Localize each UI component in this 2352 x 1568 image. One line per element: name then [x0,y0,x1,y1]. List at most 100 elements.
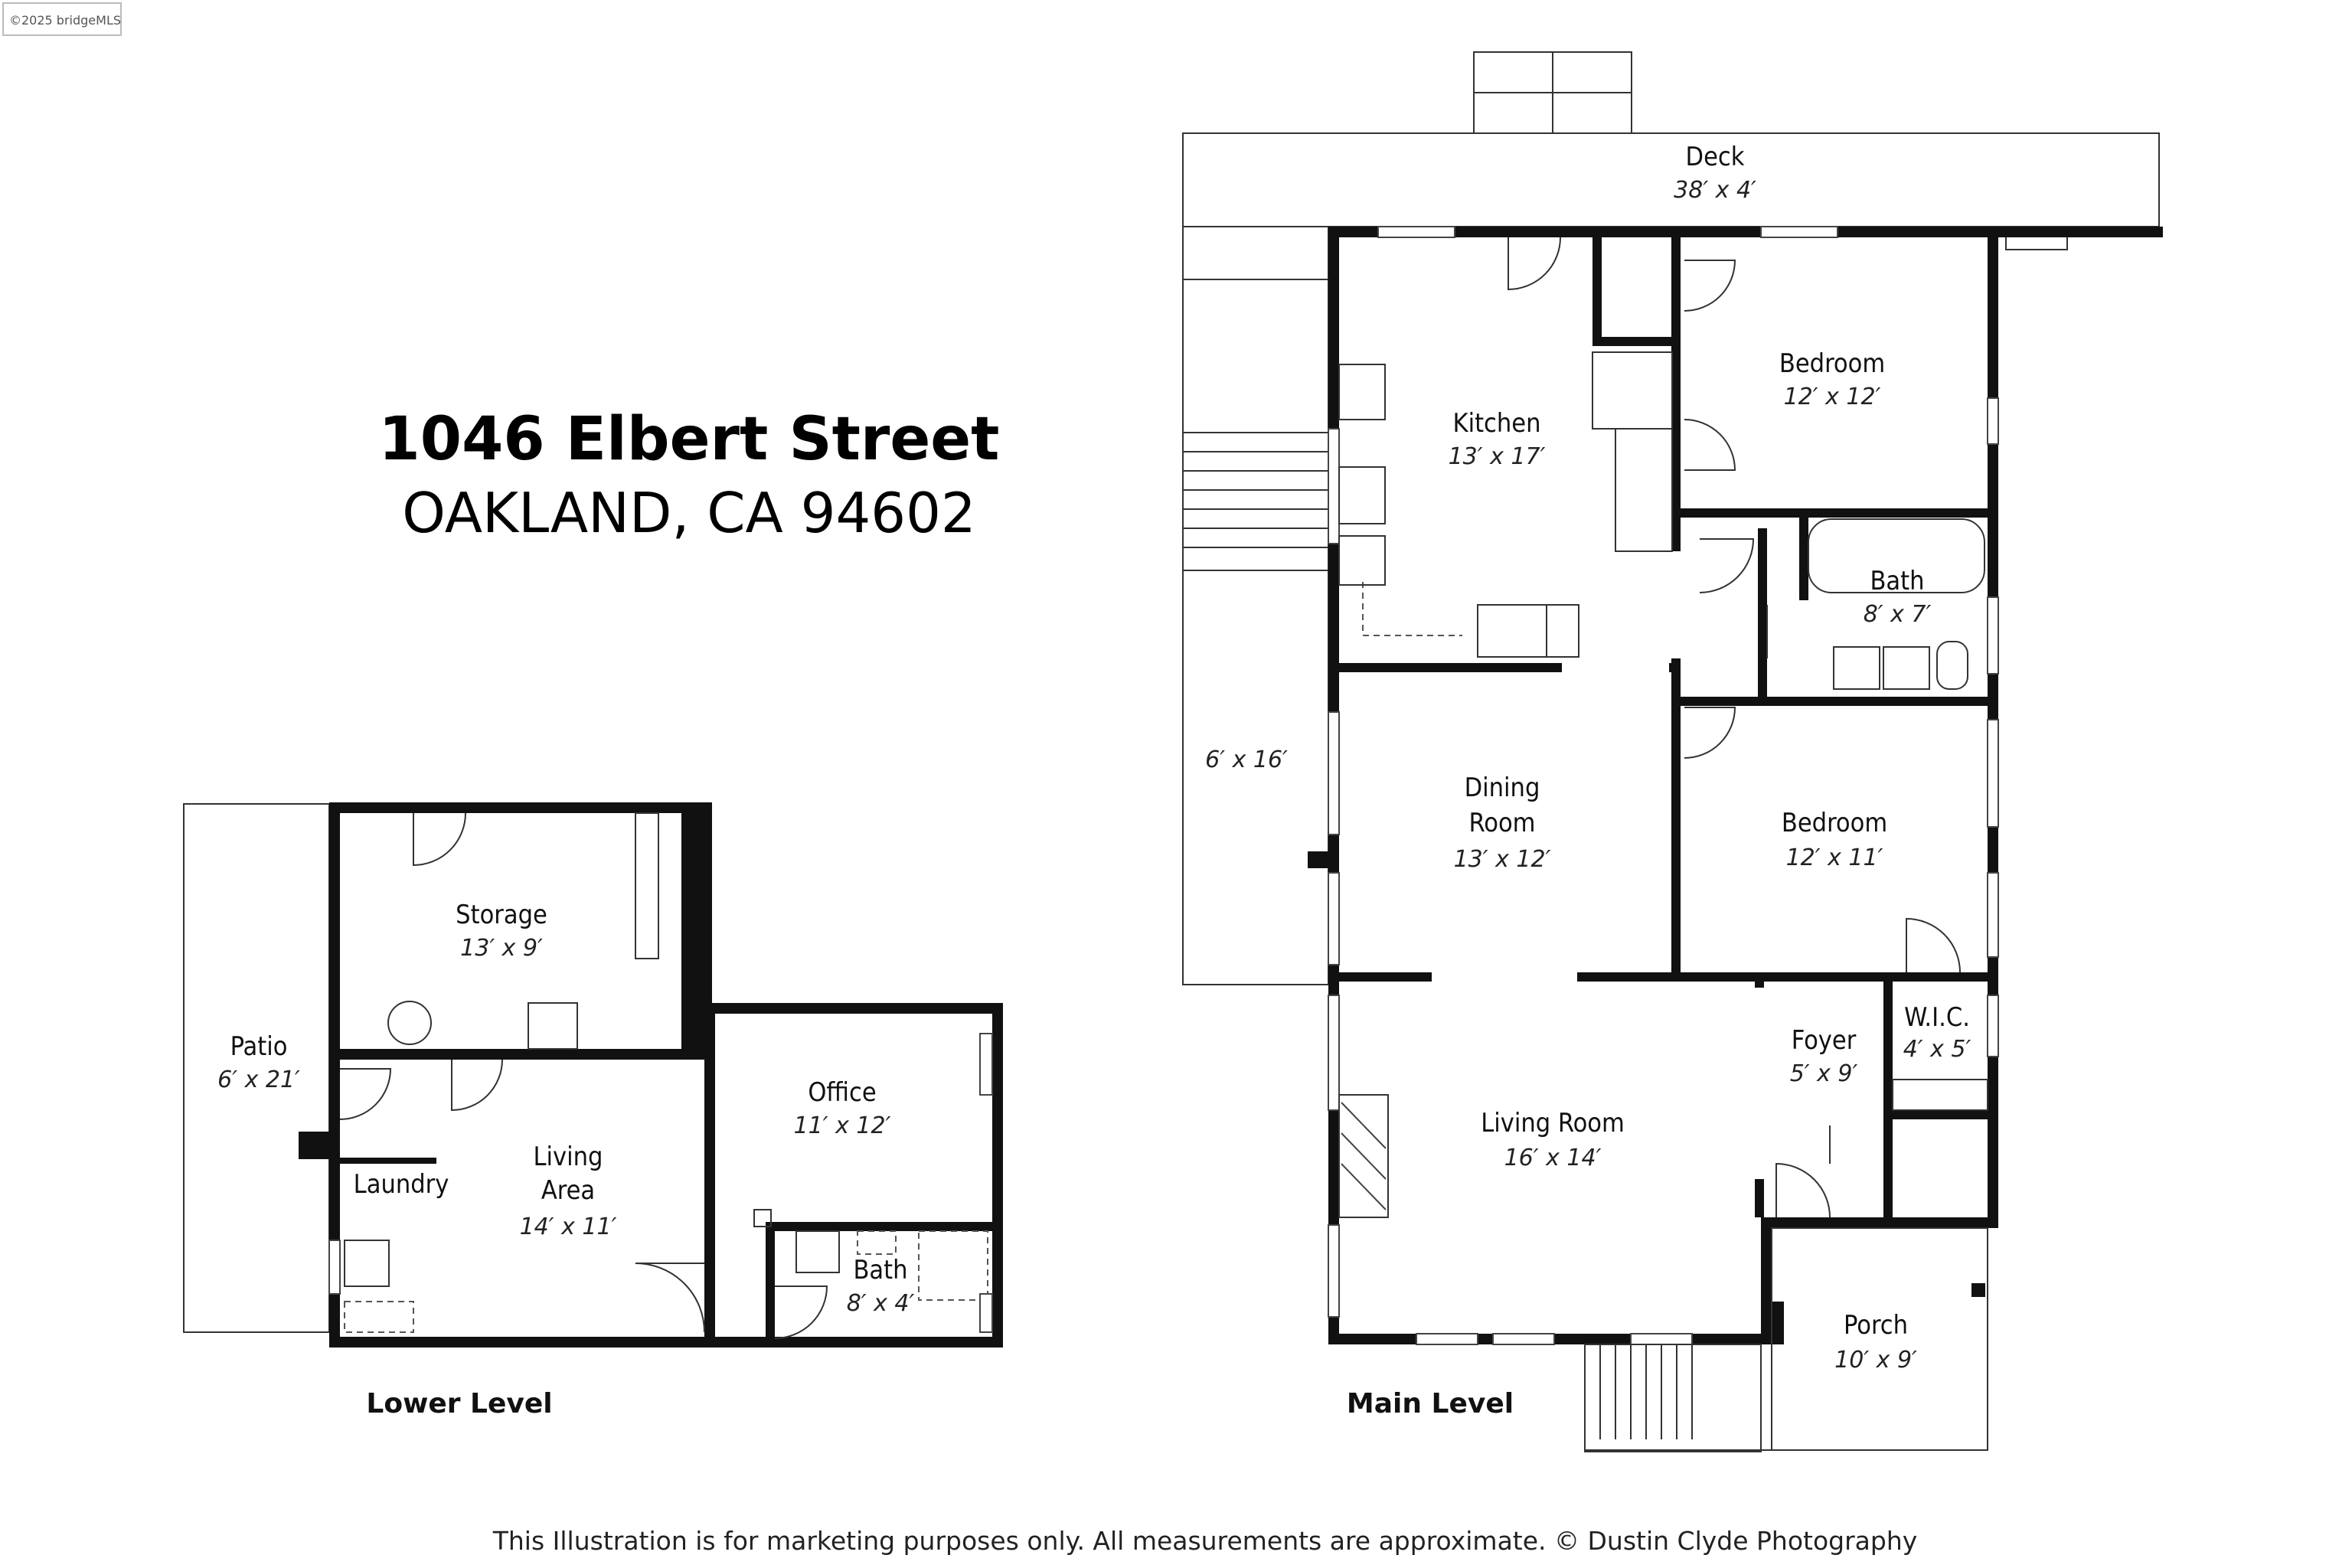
opening [1432,972,1577,982]
room-name-foyer: Foyer [1792,1025,1857,1056]
counter [1338,535,1386,586]
window [1987,719,1999,828]
room-dims-living-room: 16′ x 14′ [1504,1145,1602,1171]
fridge [1592,351,1673,430]
wall [329,1049,712,1060]
door [774,1285,828,1339]
water-heater [387,1001,432,1045]
window [1987,995,1999,1057]
main-level-label: Main Level [1347,1388,1514,1419]
wall [340,1158,436,1164]
wall [1799,508,1808,600]
address-title: 1046 Elbert Street [379,405,1000,474]
vent [753,1209,772,1227]
room-dims-dining: 13′ x 12′ [1454,846,1551,873]
door [451,1059,503,1112]
room-dims-bedroom-2: 12′ x 11′ [1786,844,1883,871]
room-name-patio: Patio [230,1031,288,1062]
bath-vanity [857,1230,897,1255]
wall [1592,337,1677,346]
wall [1328,972,1998,982]
room-dims-storage: 13′ x 9′ [460,935,543,962]
watermark: ©2025 bridgeMLS [2,2,122,36]
wall [766,1222,775,1348]
deck-area [1182,132,2160,227]
room-name-bedroom-2: Bedroom [1782,808,1887,838]
wall [766,1222,992,1231]
bathtub [1808,518,1985,593]
opening [1562,663,1669,672]
room-name-living-room: Living Room [1481,1108,1625,1138]
wall [1758,528,1767,701]
room-name-office: Office [808,1077,876,1108]
door [1684,419,1736,471]
room-dims-kitchen: 13′ x 17′ [1449,443,1546,470]
wall [329,802,712,813]
fireplace-hatch [1341,1102,1387,1210]
side-deck-area [1182,226,1329,985]
door [635,1263,705,1333]
room-name-storage: Storage [456,900,547,930]
wall [1883,972,1893,1217]
window [1377,226,1455,238]
lower-level-plan: Patio 6′ x 21′ Storage 13′ x 9′ Office 1… [183,802,1003,1419]
side-stairs [1182,432,1329,571]
storage-shelf [635,812,659,959]
window [979,1033,993,1096]
window [1328,872,1340,965]
front-stairs [1584,1344,1762,1452]
room-dims-office: 11′ x 12′ [794,1112,891,1139]
lower-level-label: Lower Level [366,1388,552,1419]
door [413,812,466,867]
bath-sink [795,1230,840,1273]
window [1760,226,1838,238]
room-dims-patio: 6′ x 21′ [217,1067,300,1093]
room-name-main-bath: Bath [1870,566,1924,596]
room-name-living-area-line2: Area [541,1175,595,1206]
furnace [528,1002,578,1050]
bath-sink [1833,646,1880,690]
wall [704,1003,715,1348]
watermark-text: ©2025 bridgeMLS [9,13,121,28]
wall [1671,697,1998,706]
opening [1755,988,1764,1179]
opening [1671,551,1681,658]
kitchen-sink [1338,466,1386,524]
room-dims-living-area: 14′ x 11′ [520,1214,617,1240]
counter-outline [1362,582,1462,636]
bath-shower [918,1230,988,1301]
room-name-deck: Deck [1686,142,1745,172]
room-name-bedroom-1: Bedroom [1779,348,1885,379]
room-name-kitchen: Kitchen [1453,408,1541,439]
window [1987,397,1999,445]
room-dims-side-deck: 6′ x 16′ [1205,746,1288,773]
wall [1671,508,1998,518]
main-level-plan: Deck 38′ x 4′ Kitchen 13′ x 17′ Bedroom … [1182,51,2163,1452]
room-dims-lower-bath: 8′ x 4′ [847,1290,915,1317]
toilet [1936,641,1968,690]
room-name-living-area-line1: Living [534,1142,603,1172]
room-name-wic: W.I.C. [1904,1002,1970,1033]
room-dims-bedroom-1: 12′ x 12′ [1784,384,1881,410]
closet-shelf [1892,1079,1988,1111]
wall [1592,227,1602,341]
counter [1546,604,1579,658]
window [979,1293,993,1333]
window [1492,1333,1555,1345]
room-dims-porch: 10′ x 9′ [1834,1347,1917,1374]
wall [992,1003,1003,1348]
city-subtitle: OAKLAND, CA 94602 [402,481,975,545]
room-dims-deck: 38′ x 4′ [1674,177,1756,204]
footer-disclaimer: This Illustration is for marketing purpo… [492,1526,1918,1556]
room-name-lower-bath: Bath [853,1255,907,1285]
window [328,1240,341,1295]
wall [329,1337,1003,1348]
front-stair-treads [1599,1344,1693,1439]
room-dims-main-bath: 8′ x 7′ [1864,601,1932,628]
window [1328,428,1340,544]
door [1684,260,1736,312]
wall [1308,851,1331,868]
wall [1328,227,2163,237]
wall [1883,1110,1998,1119]
